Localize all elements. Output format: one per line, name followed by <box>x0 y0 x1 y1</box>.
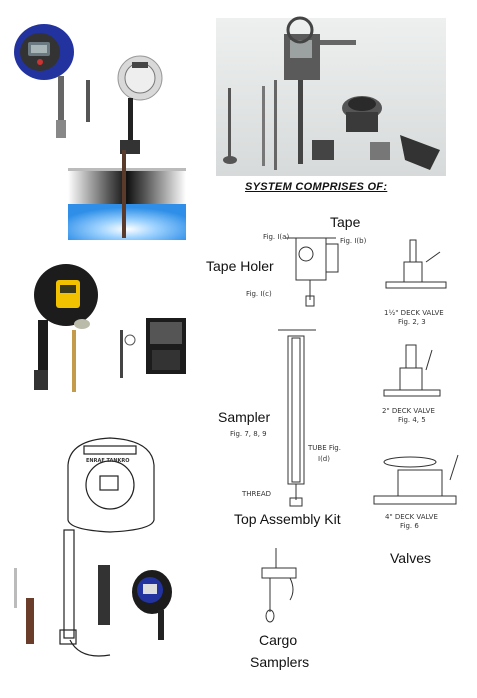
tube-fig-num-label: I(d) <box>318 455 330 463</box>
deck-valve-3-diagram <box>373 454 459 505</box>
reel-brand-text: ENRAF TANKRO <box>86 458 130 464</box>
top-assembly-kit-label: Top Assembly Kit <box>234 511 341 527</box>
tape-holer-label: Tape Holer <box>206 258 274 274</box>
tube-fig-label: TUBE Fig. <box>308 444 341 452</box>
yellow-gauge-device-image <box>34 264 98 392</box>
cargo-sampler-diagram <box>261 548 297 623</box>
valve-3-fig-label: Fig. 6 <box>400 522 419 530</box>
sampler-label: Sampler <box>218 409 271 425</box>
valve-3-name-label: 4" DECK VALVE <box>385 513 438 521</box>
sampler-fig-label: Fig. 7, 8, 9 <box>230 430 267 438</box>
samplers-label: Samplers <box>250 654 310 670</box>
fig-1b-label: Fig. I(b) <box>340 237 367 245</box>
fig-1a-label: Fig. I(a) <box>263 233 290 241</box>
valve-2-fig-label: Fig. 4, 5 <box>398 416 426 424</box>
valve-1-fig-label: Fig. 2, 3 <box>398 318 426 326</box>
valves-label: Valves <box>390 550 431 566</box>
tape-holer-diagram <box>286 237 339 307</box>
system-title: SYSTEM COMPRISES OF: <box>245 181 388 193</box>
deck-valve-2-diagram <box>383 344 441 397</box>
system-photo-image <box>216 16 446 176</box>
bottom-accessories-image <box>14 565 172 644</box>
carry-case-image <box>120 318 186 378</box>
valve-1-name-label: 1½" DECK VALVE <box>384 309 444 317</box>
large-reel-drawing <box>59 437 155 657</box>
valve-2-name-label: 2" DECK VALVE <box>382 407 435 415</box>
blue-gauge-device-image <box>14 24 90 138</box>
cargo-label: Cargo <box>259 632 298 648</box>
deck-valve-1-diagram <box>385 239 447 289</box>
tape-label: Tape <box>330 214 361 230</box>
fig-1c-label: Fig. I(c) <box>246 290 272 298</box>
portable-gauge-tank-image <box>68 55 186 240</box>
sampler-tube-diagram <box>278 329 316 507</box>
thread-label: THREAD <box>242 490 272 498</box>
